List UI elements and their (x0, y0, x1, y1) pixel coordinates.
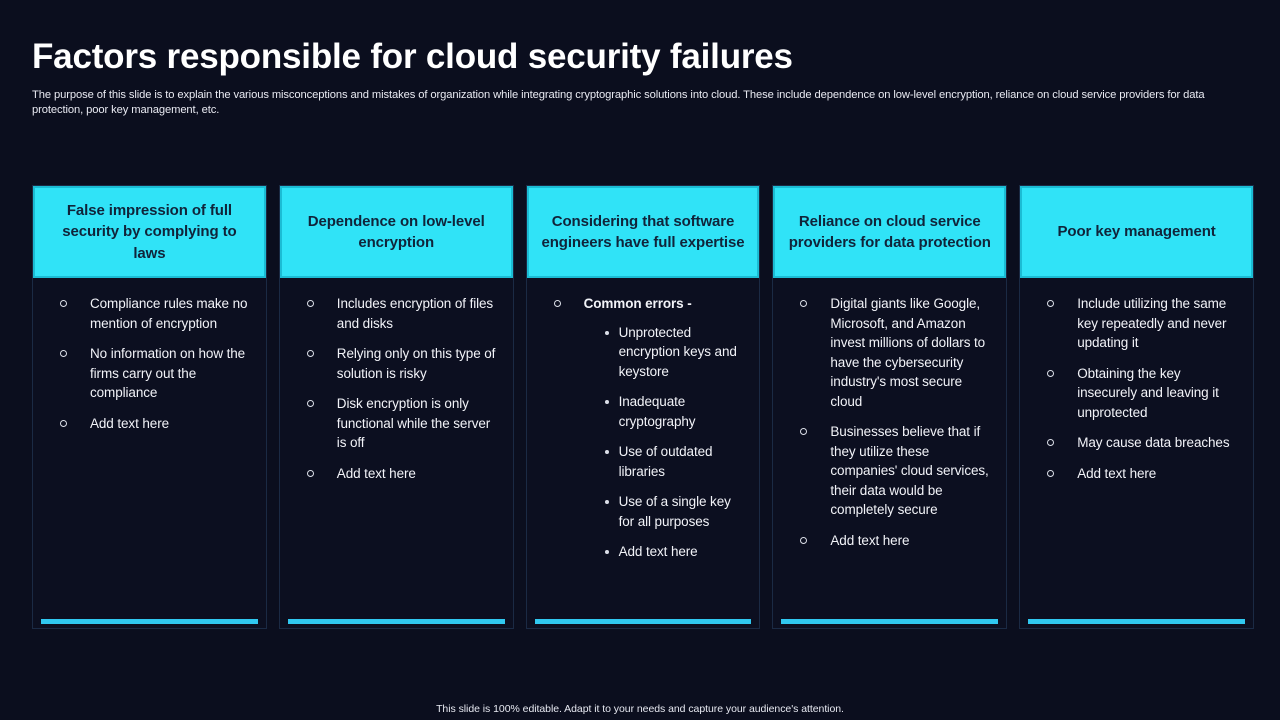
list-item-label: Obtaining the key insecurely and leaving… (1077, 365, 1219, 420)
dot-bullet-icon (604, 550, 609, 554)
card-accent-bar (287, 619, 505, 624)
sub-list-item-label: Use of outdated libraries (618, 444, 713, 479)
card-header-label: Reliance on cloud service providers for … (788, 212, 991, 252)
sub-list-item: Inadequate cryptography (584, 392, 750, 431)
factor-card: False impression of full security by com… (32, 185, 267, 629)
card-header[interactable]: Considering that software engineers have… (526, 186, 760, 278)
hollow-circle-bullet-icon (1047, 369, 1055, 377)
list-item: Obtaining the key insecurely and leaving… (1030, 364, 1243, 423)
hollow-circle-bullet-icon (1047, 300, 1055, 307)
list-item: Disk encryption is only functional while… (290, 394, 503, 453)
sub-list-item-label: Use of a single key for all purposes (618, 494, 731, 529)
page-title: Factors responsible for cloud security f… (32, 37, 793, 76)
dot-bullet-icon (604, 450, 609, 454)
list-item-label: Compliance rules make no mention of encr… (90, 296, 248, 331)
hollow-circle-bullet-icon (306, 300, 314, 307)
list-item-label: Common errors - (583, 296, 692, 311)
hollow-circle-bullet-icon (60, 300, 67, 307)
list-item: Businesses believe that if they utilize … (783, 422, 996, 520)
list-item-label: Includes encryption of files and disks (336, 296, 494, 331)
sub-bullet-list: Unprotected encryption keys and keystore… (584, 323, 750, 562)
list-item-label: Add text here (90, 415, 170, 431)
list-item: May cause data breaches (1030, 433, 1243, 453)
footer-note: This slide is 100% editable. Adapt it to… (436, 703, 844, 715)
bullet-list: Common errors - Unprotected encryption ke… (537, 294, 750, 562)
sub-list-item-label: Add text here (618, 544, 698, 559)
sub-list-item: Unprotected encryption keys and keystore (584, 323, 750, 382)
dot-bullet-icon (604, 500, 609, 504)
list-item-label: Disk encryption is only functional while… (336, 396, 491, 450)
list-item-label: Add text here (830, 532, 910, 548)
sub-list-item-label: Inadequate cryptography (618, 394, 696, 429)
hollow-circle-bullet-icon (800, 428, 808, 435)
card-grid: False impression of full security by com… (32, 185, 1254, 629)
list-item: Add text here (43, 414, 256, 434)
card-header[interactable]: False impression of full security by com… (33, 186, 266, 278)
list-item-label: Add text here (1077, 465, 1157, 481)
card-accent-bar (1028, 619, 1245, 624)
hollow-circle-bullet-icon (306, 469, 314, 477)
card-header[interactable]: Dependence on low-level encryption (279, 186, 513, 278)
list-item: Digital giants like Google, Microsoft, a… (783, 294, 996, 411)
factor-card: Reliance on cloud service providers for … (772, 185, 1008, 629)
list-item-label: May cause data breaches (1077, 435, 1230, 450)
card-header-label: Dependence on low-level encryption (307, 212, 485, 252)
list-item-label: Relying only on this type of solution is… (336, 346, 496, 381)
list-item: Compliance rules make no mention of encr… (43, 294, 256, 333)
hollow-circle-bullet-icon (1047, 469, 1055, 477)
list-item-label: Businesses believe that if they utilize … (830, 424, 989, 517)
card-header[interactable]: Reliance on cloud service providers for … (773, 186, 1007, 278)
sub-list-item-label: Unprotected encryption keys and keystore (618, 324, 737, 379)
card-header-label: False impression of full security by com… (62, 201, 237, 262)
factor-card: Considering that software engineers have… (525, 185, 761, 629)
sub-list-item: Add text here (584, 542, 750, 562)
list-item: Relying only on this type of solution is… (290, 344, 503, 383)
list-item: Add text here (1030, 464, 1243, 484)
list-item-label: Include utilizing the same key repeatedl… (1077, 296, 1227, 350)
hollow-circle-bullet-icon (800, 536, 808, 544)
hollow-circle-bullet-icon (306, 400, 314, 407)
card-accent-bar (781, 619, 999, 624)
dot-bullet-icon (604, 330, 609, 335)
card-header-label: Poor key management (1057, 223, 1216, 241)
card-body: Include utilizing the same key repeatedl… (1020, 278, 1253, 628)
hollow-circle-bullet-icon (553, 300, 561, 307)
bullet-list: Compliance rules make no mention of encr… (43, 294, 256, 433)
bullet-list: Include utilizing the same key repeatedl… (1030, 294, 1243, 483)
list-item: Includes encryption of files and disks (290, 294, 503, 333)
hollow-circle-bullet-icon (800, 300, 808, 307)
card-accent-bar (41, 619, 258, 624)
list-item: Include utilizing the same key repeatedl… (1030, 294, 1243, 353)
card-body: Common errors - Unprotected encryption ke… (527, 278, 760, 628)
page-subtitle: The purpose of this slide is to explain … (32, 89, 1205, 116)
card-body: Digital giants like Google, Microsoft, a… (773, 278, 1006, 628)
hollow-circle-bullet-icon (306, 350, 314, 357)
bullet-list: Digital giants like Google, Microsoft, a… (783, 294, 996, 550)
sub-list-item: Use of outdated libraries (584, 442, 750, 481)
card-accent-bar (534, 619, 752, 624)
list-item-label: No information on how the firms carry ou… (90, 346, 246, 400)
dot-bullet-icon (604, 400, 609, 404)
card-header[interactable]: Poor key management (1020, 186, 1253, 278)
hollow-circle-bullet-icon (60, 419, 67, 427)
list-item: Add text here (783, 531, 996, 551)
card-header-label: Considering that software engineers have… (541, 212, 745, 252)
list-item: Add text here (290, 464, 503, 484)
sub-list-item: Use of a single key for all purposes (584, 492, 750, 531)
hollow-circle-bullet-icon (1047, 439, 1055, 446)
card-body: Compliance rules make no mention of encr… (33, 278, 266, 628)
hollow-circle-bullet-icon (60, 350, 67, 357)
list-item: No information on how the firms carry ou… (43, 344, 256, 403)
list-item-label: Digital giants like Google, Microsoft, a… (830, 296, 986, 409)
list-item-label: Add text here (336, 465, 416, 481)
list-item: Common errors - Unprotected encryption ke… (537, 294, 750, 562)
